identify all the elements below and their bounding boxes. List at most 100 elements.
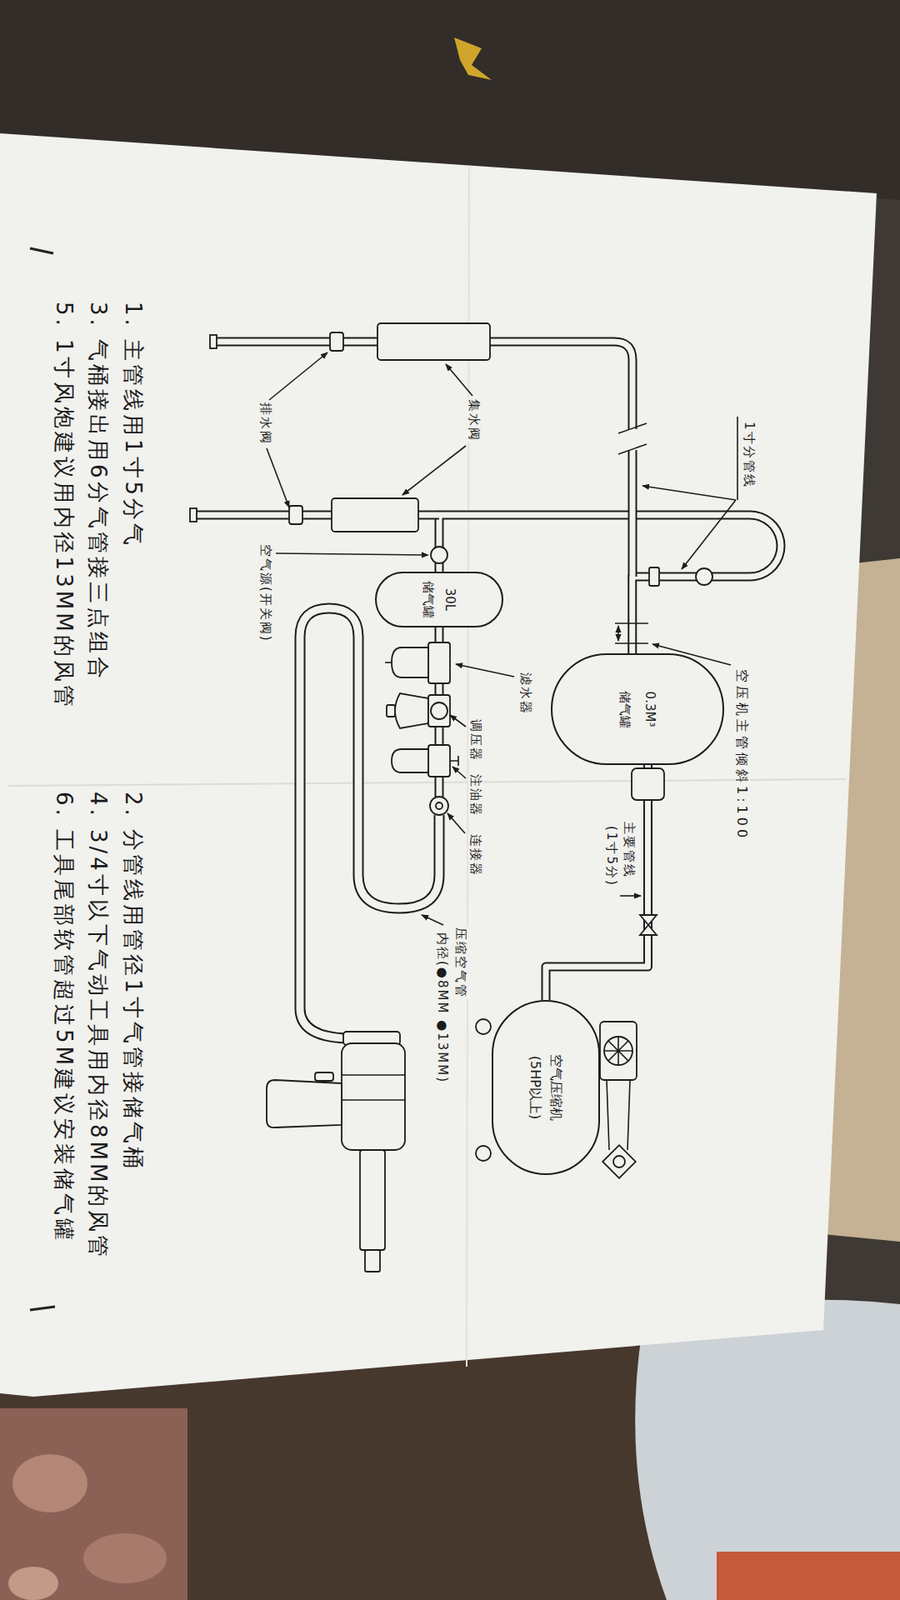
callout-label: 空压机主管倾斜1:100: [734, 668, 750, 842]
pulley-hub: [613, 1155, 625, 1168]
note-text: 2. 分管线用管径1寸气管接储气桶: [120, 790, 146, 1173]
callout-label: 主要管线: [621, 820, 637, 880]
outlet-fitting: [631, 768, 665, 800]
callout-label: 内径(●8MM ●13MM): [435, 931, 450, 1085]
pipe-cap: [190, 508, 197, 522]
pressure-gauge: [430, 702, 448, 720]
leader-line: [402, 445, 466, 495]
drive-belt: [606, 1080, 630, 1150]
leader-line: [455, 664, 515, 677]
quick-coupler-core: [435, 802, 443, 810]
fold-mark: [30, 248, 54, 254]
label-underline: [736, 416, 739, 500]
rug: [0, 1408, 188, 1600]
pipe-bore: [545, 765, 648, 1000]
paper-crease: [8, 779, 846, 786]
leader-line: [642, 485, 736, 500]
callout-label: 连接器: [468, 833, 484, 878]
air-tank-outline: [551, 654, 724, 765]
regulator-head: [428, 695, 450, 727]
slope-arrow: [617, 625, 620, 641]
wheel: [475, 1019, 491, 1035]
air-tank-outline: [375, 572, 503, 627]
motor-pulley: [602, 1145, 636, 1179]
leader-line: [452, 766, 466, 779]
wrench-ribs: [341, 1075, 405, 1100]
note-text: 4. 3/4寸以下气动工具用内径8MM的风管: [85, 790, 111, 1261]
regulator-bell: [395, 693, 429, 729]
node-text: 空气压缩机: [548, 1054, 565, 1121]
leader-line: [620, 895, 641, 897]
header-pipe-bore: [630, 450, 636, 577]
leader-line: [275, 553, 429, 555]
filter-drain: [385, 661, 392, 664]
shutoff-valve: [430, 546, 448, 564]
air-tank-outline: [550, 653, 725, 765]
callout-label: 空气源(开关阀): [258, 543, 274, 644]
pump-head: [600, 1021, 637, 1080]
compressor-tank-outline: [491, 1000, 600, 1175]
fan-blades: [604, 1036, 633, 1065]
rug-pattern: [12, 1454, 88, 1513]
leader-line: [445, 364, 473, 396]
leader-line: [269, 352, 328, 400]
wrench-body: [341, 1043, 405, 1150]
rug-pattern: [83, 1533, 167, 1584]
callout-label: 排水阀: [258, 401, 274, 446]
node-text: 30L: [442, 588, 458, 611]
pipe-connector: [545, 765, 648, 1000]
callout-label: (1寸5分): [604, 825, 620, 888]
water-collector: [377, 323, 490, 360]
leader-line: [450, 715, 466, 727]
branch-valve: [695, 568, 713, 585]
pipe-cap: [210, 335, 217, 349]
callout-label: 滤水器: [518, 671, 534, 716]
wrench-anvil: [360, 1150, 385, 1250]
orange-item: [716, 1551, 900, 1600]
cooling-fan: [604, 1036, 633, 1065]
oil-cap: [450, 755, 459, 766]
callout-label: 调压器: [468, 718, 484, 763]
slope-mark: [615, 623, 649, 644]
callout-label: 注油器: [468, 773, 484, 818]
air-tank: 0.3M³ 储气罐: [550, 653, 725, 765]
quick-coupler: [430, 796, 449, 815]
filter-head: [428, 642, 450, 684]
wheel: [475, 1145, 491, 1161]
pipe-break: [618, 423, 647, 455]
wrench-trigger: [315, 1072, 334, 1081]
compressor-tank: 空气压缩机(5HP以上): [491, 1000, 600, 1175]
note-text: 5. 1寸风炮建议用内径13MM的风管: [50, 300, 77, 711]
paper-sheet: [0, 133, 877, 1397]
wrench-grip: [266, 1080, 342, 1128]
lubricator-bowl: [391, 749, 429, 773]
node-text: 储气罐: [617, 690, 633, 729]
node-text: 0.3M³: [642, 691, 658, 728]
regulator-knob: [386, 705, 395, 717]
header-pipe: [628, 450, 638, 577]
pipe-union: [649, 567, 660, 586]
plastic-bag: [635, 1300, 900, 1600]
leader-line: [421, 915, 444, 925]
note-text: 3. 气桶接出用6分气管接三点组合: [85, 300, 111, 683]
node-text: 储气罐: [420, 580, 436, 619]
fold-mark: [30, 1306, 55, 1310]
callout-label: 集水阀: [466, 398, 482, 443]
water-collector: [331, 498, 419, 532]
check-valve: [640, 915, 657, 935]
callout-label: 压缩空气管: [453, 926, 469, 1000]
note-text: 6. 工具尾部软管超过5M建议安装储气罐: [50, 790, 77, 1245]
leader-line: [447, 813, 465, 834]
air-tank: 30L 储气罐: [375, 571, 504, 628]
node-text: (5HP以上): [527, 1055, 544, 1120]
compressor-tank-outline: [492, 1000, 600, 1175]
wrench-drive: [365, 1250, 380, 1272]
note-text: 1. 主管线用1寸5分气: [120, 300, 146, 550]
drain-valve: [289, 505, 303, 525]
rug-pattern: [8, 1566, 59, 1600]
filter-bowl: [391, 647, 429, 678]
air-hose: [300, 608, 440, 1039]
callout-label: 1寸分管线: [741, 420, 757, 490]
leader-line: [681, 500, 736, 570]
